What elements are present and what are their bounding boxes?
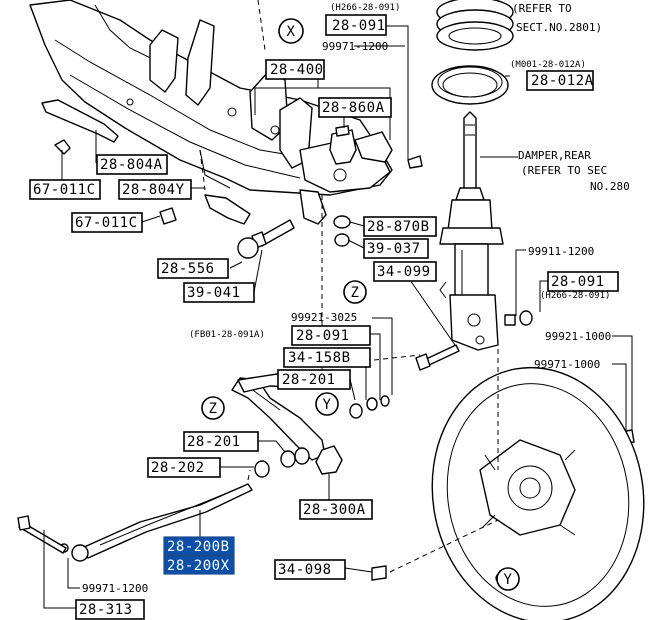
label-h266-top: (H266-28-091) <box>330 3 400 13</box>
label-39-041: 39-041 <box>187 285 241 301</box>
marker-y-mid: Y <box>315 392 339 416</box>
leader-lines <box>43 25 633 609</box>
label-99921-1000: 99921-1000 <box>545 330 611 343</box>
label-34-098: 34-098 <box>278 562 332 578</box>
bushings <box>254 395 390 478</box>
part-labels: (H266-28-091) 28-091 (REFER TO SECT.NO.2… <box>29 2 630 520</box>
highlight-28-200b <box>163 536 235 556</box>
label-99971-top: 99971-1200 <box>322 40 388 53</box>
label-28-556: 28-556 <box>161 261 215 277</box>
label-refer-2801-b: SECT.NO.2801) <box>516 21 602 34</box>
label-28-804a: 28-804A <box>100 157 163 173</box>
label-67-011c-a: 67-011C <box>33 182 96 198</box>
label-99921-3025: 99921-3025 <box>291 311 357 324</box>
label-99971-mid: 99971-1000 <box>534 358 600 371</box>
label-refer-2801-a: (REFER TO <box>512 2 572 15</box>
label-28-012a: 28-012A <box>531 73 594 89</box>
label-damper-section: NO.280 <box>590 180 630 193</box>
svg-text:Z: Z <box>351 285 360 301</box>
highlighted-labels: 28-200B 28-200X <box>163 536 235 575</box>
label-99911: 99911-1200 <box>528 245 594 258</box>
svg-text:Y: Y <box>504 572 513 588</box>
svg-text:Z: Z <box>209 401 218 417</box>
label-28-091-top: 28-091 <box>332 18 386 34</box>
label-h266-right: (H266-28-091) <box>540 291 610 301</box>
label-28-201-top: 28-201 <box>282 372 336 388</box>
label-99971-bot: 99971-1200 <box>82 582 148 595</box>
label-28-202: 28-202 <box>151 460 205 476</box>
damper-hardware <box>407 155 635 445</box>
trailing-link <box>59 483 253 562</box>
part-labels-bottom: 34-098 99971-1200 28-313 <box>75 559 346 620</box>
spring-seat <box>431 65 509 105</box>
label-34-158b: 34-158B <box>288 350 351 366</box>
bolt-34-098 <box>371 565 387 581</box>
rear-wheel-hub <box>431 366 645 620</box>
marker-z-left: Z <box>201 396 225 420</box>
label-28-860a: 28-860A <box>322 100 385 116</box>
left-bracket-parts <box>41 99 351 259</box>
label-34-099: 34-099 <box>377 264 431 280</box>
label-28-870b: 28-870B <box>367 219 430 235</box>
label-28-091-right: 28-091 <box>551 274 605 290</box>
rear-damper <box>439 111 504 351</box>
label-28-201-bot: 28-201 <box>187 434 241 450</box>
label-m001: (M001-28-012A) <box>510 60 586 70</box>
assembly-lines <box>199 0 501 580</box>
label-67-011c-b: 67-011C <box>75 215 138 231</box>
rubber-mount <box>329 125 357 165</box>
label-28-091-mid: 28-091 <box>296 328 350 344</box>
label-fb01: (FB01-28-091A) <box>189 330 265 340</box>
marker-x: X <box>278 18 304 44</box>
ball-joint <box>315 445 343 490</box>
label-39-037: 39-037 <box>367 241 421 257</box>
marker-y-bot: Y <box>496 567 520 591</box>
label-28-200b: 28-200B <box>167 539 230 555</box>
coil-spring <box>436 0 514 51</box>
label-28-313: 28-313 <box>79 602 133 618</box>
label-damper-refer: (REFER TO SEC <box>521 164 607 177</box>
label-damper-rear: DAMPER,REAR <box>518 149 591 162</box>
label-28-300a: 28-300A <box>303 502 366 518</box>
link-bolt <box>17 515 67 554</box>
svg-text:Y: Y <box>323 397 332 413</box>
label-28-804y: 28-804Y <box>122 182 185 198</box>
rear-crossmember <box>29 0 393 225</box>
svg-text:X: X <box>287 24 296 40</box>
label-28-200x: 28-200X <box>167 558 230 574</box>
highlight-28-200x <box>163 555 235 575</box>
marker-z-top: Z <box>343 280 367 304</box>
label-28-400: 28-400 <box>270 62 324 78</box>
